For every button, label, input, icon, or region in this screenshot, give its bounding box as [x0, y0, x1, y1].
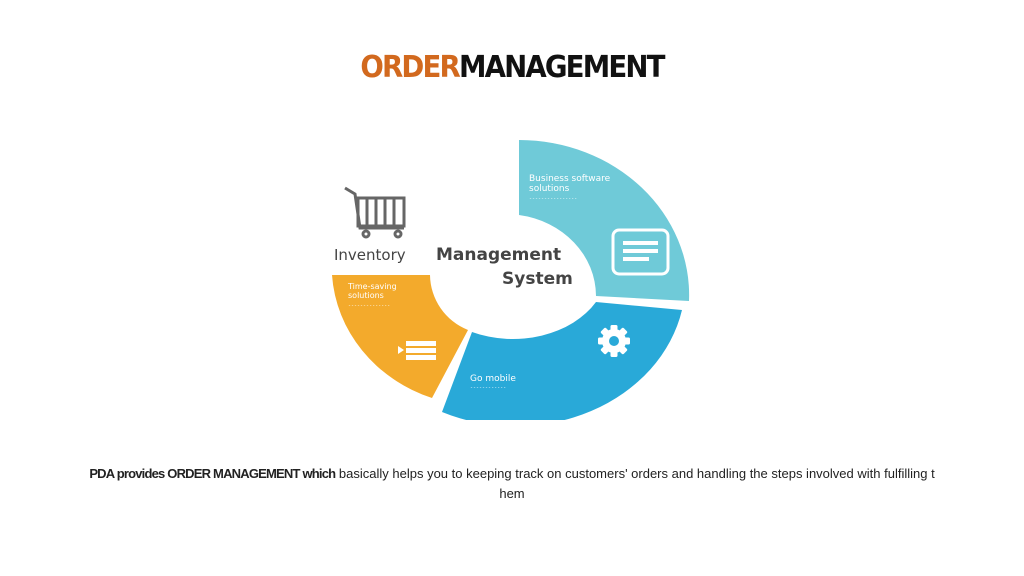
center-text-management: Management — [436, 245, 561, 265]
inventory-diagram: Business software solutions ------------… — [332, 139, 690, 420]
segment-label-time-saving-2: solutions — [348, 291, 384, 300]
gear-icon — [598, 325, 630, 357]
center-text-inventory: Inventory — [334, 246, 406, 264]
list-icon — [398, 341, 436, 360]
document-icon — [611, 228, 670, 276]
segment-dots-go-mobile: ------------ — [470, 385, 506, 391]
shopping-cart-icon — [344, 186, 406, 239]
segment-dots-business: ---------------- — [529, 196, 577, 202]
segment-time-saving — [332, 275, 468, 398]
segment-dots-time-saving: -------------- — [348, 303, 390, 309]
segment-label-business-2: solutions — [529, 184, 570, 194]
caption-text: basically helps you to keeping track on … — [338, 466, 935, 481]
caption: PDA provides ORDER MANAGEMENT which basi… — [62, 464, 962, 504]
caption-lead: PDA provides ORDER MANAGEMENT which — [89, 466, 336, 481]
segment-label-go-mobile: Go mobile — [470, 374, 516, 384]
caption-text-2: hem — [499, 486, 525, 501]
title-rest: MANAGEMENT — [458, 50, 665, 85]
center-text-system: System — [502, 269, 573, 289]
title-accent: ORDER — [360, 50, 460, 85]
page-title: ORDERMANAGEMENT — [41, 50, 983, 85]
segment-go-mobile — [442, 302, 682, 420]
segment-label-business-1: Business software — [529, 174, 611, 184]
segment-label-time-saving-1: Time-saving — [347, 282, 397, 291]
